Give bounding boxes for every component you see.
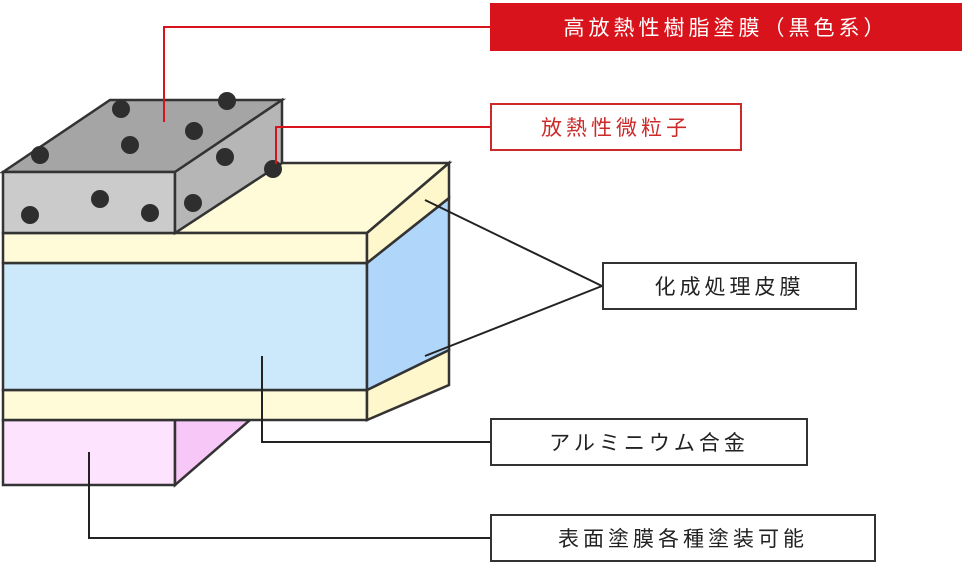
lower-conversion-layer-front [1, 388, 369, 422]
particle [216, 148, 234, 166]
resin-coating-label: 高放熱性樹脂塗膜（黒色系） [490, 3, 962, 51]
surface-coating-label: 表面塗膜各種塗装可能 [490, 514, 876, 562]
upper-conversion-layer-front [1, 231, 369, 265]
particle [112, 100, 130, 118]
particle [218, 92, 236, 110]
particle-leader-line [275, 126, 490, 164]
conversion-leader-lower [424, 285, 603, 357]
surface-coating-side [173, 418, 254, 488]
resin-coating-side [173, 97, 284, 236]
particles [21, 92, 282, 224]
particle [121, 136, 139, 154]
particle [184, 194, 202, 212]
particle [185, 122, 203, 140]
surface-leader-line [88, 452, 490, 539]
aluminum-front [1, 261, 369, 392]
aluminum-leader-line [261, 356, 490, 443]
conversion-leader-upper [424, 199, 603, 287]
particles-label: 放熱性微粒子 [490, 103, 742, 151]
particle [31, 146, 49, 164]
aluminum-alloy-label: アルミニウム合金 [490, 418, 808, 466]
upper-conversion-layer-side [365, 160, 451, 266]
resin-leader-line [163, 26, 490, 122]
particle [141, 204, 159, 222]
particle [91, 190, 109, 208]
conversion-coating-label: 化成処理皮膜 [602, 262, 857, 310]
particle [21, 206, 39, 224]
particle [264, 160, 282, 178]
